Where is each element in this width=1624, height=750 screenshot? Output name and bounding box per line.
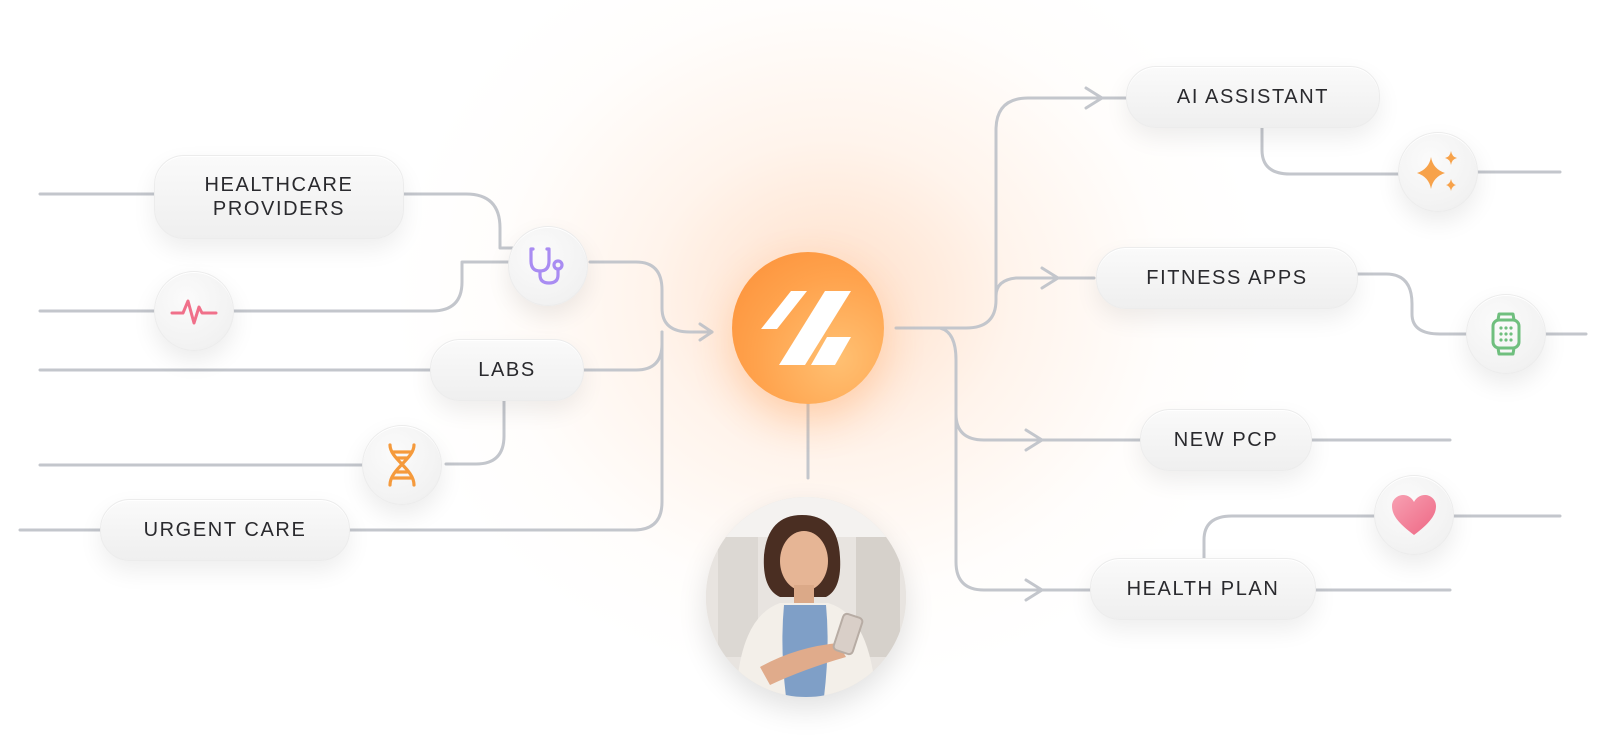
node-urgent-care-label: URGENT CARE xyxy=(143,519,307,541)
node-healthcare-providers-line1: HEALTHCARE xyxy=(204,174,354,196)
node-ai-assistant-label: AI ASSISTANT xyxy=(1176,86,1330,108)
smartwatch-icon xyxy=(1491,312,1521,356)
bubble-heart xyxy=(1374,475,1454,555)
node-urgent-care: URGENT CARE xyxy=(100,499,350,561)
hub-logo xyxy=(732,252,884,404)
node-new-pcp-label: NEW PCP xyxy=(1173,429,1279,451)
heartbeat-icon xyxy=(170,299,218,325)
node-new-pcp: NEW PCP xyxy=(1140,409,1312,471)
node-fitness-apps: FITNESS APPS xyxy=(1096,247,1358,309)
right-connectors xyxy=(806,86,1588,602)
node-healthcare-providers-line2: PROVIDERS xyxy=(212,198,346,220)
stethoscope-icon xyxy=(529,247,564,285)
node-labs-label: LABS xyxy=(478,359,536,381)
person-illustration xyxy=(706,497,906,697)
bubble-heartbeat xyxy=(154,271,234,351)
user-portrait xyxy=(706,497,906,697)
node-fitness-apps-label: FITNESS APPS xyxy=(1146,267,1308,289)
node-labs: LABS xyxy=(430,339,584,401)
node-healthcare-providers: HEALTHCARE PROVIDERS xyxy=(154,155,404,239)
dna-icon xyxy=(388,443,416,487)
bubble-sparkles xyxy=(1398,132,1478,212)
logo-icon xyxy=(761,291,851,365)
bubble-smartwatch xyxy=(1466,294,1546,374)
heart-icon xyxy=(1392,495,1436,535)
bubble-stethoscope xyxy=(508,226,588,306)
node-ai-assistant: AI ASSISTANT xyxy=(1126,66,1380,128)
node-health-plan: HEALTH PLAN xyxy=(1090,558,1316,620)
sparkles-icon xyxy=(1417,151,1457,191)
left-connectors xyxy=(18,192,714,532)
node-health-plan-label: HEALTH PLAN xyxy=(1126,578,1280,600)
bubble-dna xyxy=(362,425,442,505)
